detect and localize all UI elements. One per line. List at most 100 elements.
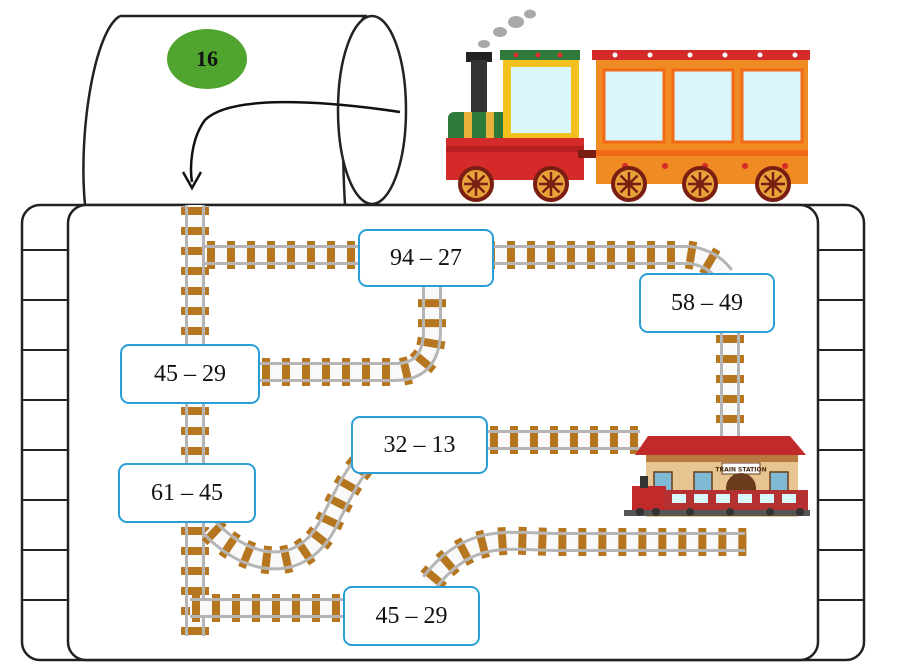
track-tie-inner [425,319,439,328]
track-tie-inner [550,433,558,447]
track-tie-inner [630,433,638,447]
track-tie-inner [527,248,535,262]
train-station: TRAIN STATION [624,436,810,517]
track-tie-inner [702,253,717,270]
track-tie-inner [188,567,202,575]
track-tie-inner [188,627,202,635]
expression-text: 61 – 45 [151,479,223,506]
track-tie-inner [738,535,747,549]
track-tie-inner [510,433,518,447]
track-tie-inner [302,365,310,379]
start-number: 16 [196,46,218,71]
track-tie-inner [267,248,275,262]
track-tie-inner [188,447,203,455]
track-tie-inner [262,365,270,379]
expression-text: 45 – 29 [154,360,226,387]
track-tie-inner [212,601,220,615]
track-tie-inner [718,535,727,549]
station-sign: TRAIN STATION [715,467,766,474]
track-tie-inner [247,248,255,262]
track-tie-inner [311,530,328,546]
track-tie-inner [698,535,707,549]
expression-text: 94 – 27 [390,244,462,271]
track-tie-inner [638,535,647,549]
track-tie-inner [330,496,347,510]
track-tie-inner [723,355,737,363]
track-tie-inner [188,327,203,335]
track-tie-inner [282,365,290,379]
track-tie-inner [321,514,338,528]
track-tie-inner [558,535,567,549]
track-tie-inner [188,267,203,275]
track-tie-inner [667,248,675,262]
expression-box-45-29-upper[interactable]: 45 – 29 [120,344,260,404]
expression-text: 58 – 49 [671,289,743,316]
track-tie-inner [347,248,355,262]
track-segment [181,205,210,636]
train-illustration [446,9,810,202]
track-tie-inner [658,535,667,549]
track-segment [260,287,446,386]
track-tie-inner [607,248,615,262]
track-tie-inner [423,337,439,349]
track-tie-inner [207,248,215,262]
track-tie-inner [598,535,607,549]
expression-text: 32 – 13 [383,431,456,458]
track-tie-inner [188,307,203,315]
track-tie-inner [188,247,203,255]
track-tie-inner [240,546,254,563]
track-tie-inner [312,601,320,615]
track-tie-inner [297,543,312,560]
track-tie-inner [578,535,587,549]
track-tie-inner [425,569,442,585]
track-tie-inner [477,536,489,553]
track-tie-inner [610,433,618,447]
expression-box-58-49[interactable]: 58 – 49 [639,273,775,333]
expression-box-94-27[interactable]: 94 – 27 [358,229,494,287]
track-tie-inner [723,335,737,343]
track-tie-inner [307,248,315,262]
track-tie-inner [232,601,240,615]
track-tie-inner [627,248,635,262]
smoke-puffs [478,9,536,48]
track-tie-inner [678,535,687,549]
track-tie-inner [188,227,203,235]
expression-box-32-13[interactable]: 32 – 13 [351,416,488,474]
track-tie-inner [342,365,350,379]
tunnel [82,14,408,206]
track-tie-inner [227,248,235,262]
track-tie-inner [292,601,300,615]
track-tie-inner [647,248,655,262]
track-tie-inner [723,375,737,383]
track-tie-inner [188,287,203,295]
track-tie-inner [188,527,202,535]
track-tie-inner [261,552,272,568]
track-tie-inner [382,365,390,379]
track-tie-inner [685,247,697,263]
track-tie-inner [188,207,203,215]
track-segment [205,240,733,282]
track-tie-inner [425,299,439,308]
track-tie-inner [723,415,737,423]
track-tie-inner [723,395,737,403]
track-tie-inner [587,248,595,262]
track-tie-inner [567,248,575,262]
track-tie-inner [188,407,203,415]
expression-box-61-45[interactable]: 61 – 45 [118,463,256,523]
track-tie-inner [188,427,203,435]
track-tie-inner [206,524,222,541]
expression-box-45-29-lower[interactable]: 45 – 29 [343,586,480,646]
track-tie-inner [252,601,260,615]
track-tie-inner [327,248,335,262]
track-segment [190,594,345,622]
track-tie-inner [272,601,280,615]
track-segment [488,426,640,454]
track-tie-inner [590,433,598,447]
start-number-badge: 16 [167,29,247,89]
track-segment [716,333,744,440]
track-tie-inner [280,551,292,567]
track-tie-inner [547,248,555,262]
track-tie-inner [222,536,237,553]
track-tie-inner [457,543,471,560]
